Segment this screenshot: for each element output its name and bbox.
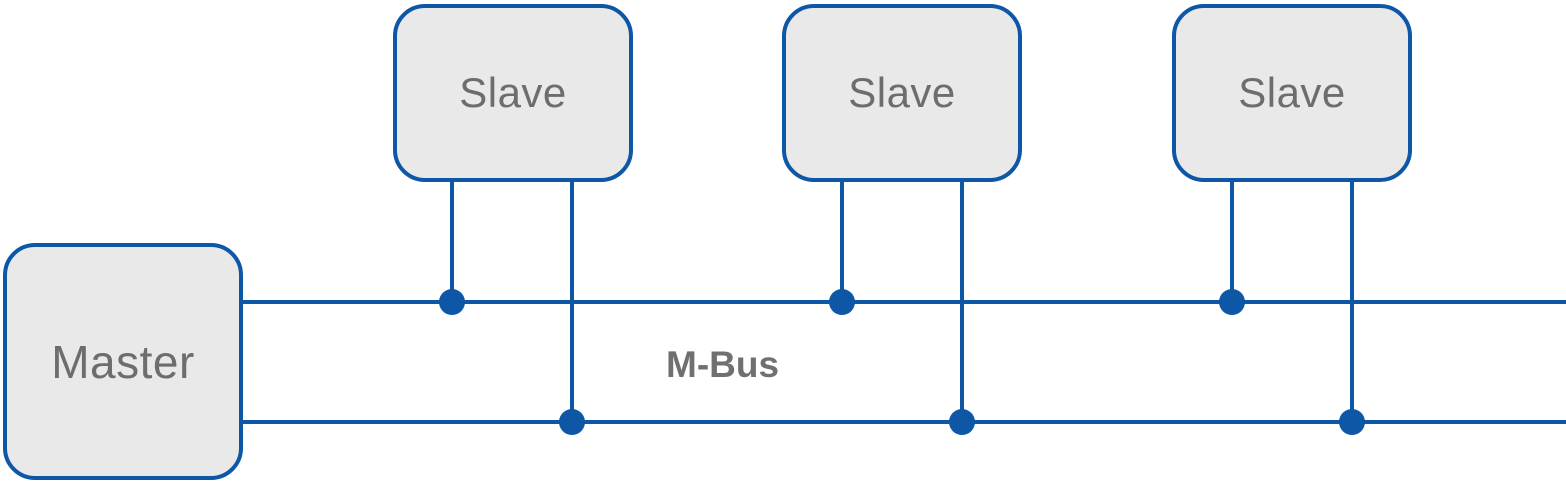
slave-node-1: Slave — [393, 4, 633, 182]
slave-node-3-label: Slave — [1238, 69, 1346, 116]
junction-dot-slave-3-bottom-bus — [1339, 409, 1365, 435]
slave-2-drop-line-top-bus — [840, 182, 844, 302]
bottom-bus-line — [243, 420, 1566, 424]
slave-3-drop-line-top-bus — [1230, 182, 1234, 302]
junction-dot-slave-2-top-bus — [829, 289, 855, 315]
junction-dot-slave-1-top-bus — [439, 289, 465, 315]
junction-dot-slave-3-top-bus — [1219, 289, 1245, 315]
slave-1-drop-line-bottom-bus — [570, 182, 574, 422]
master-node: Master — [3, 243, 243, 480]
junction-dot-slave-1-bottom-bus — [559, 409, 585, 435]
slave-2-drop-line-bottom-bus — [960, 182, 964, 422]
slave-node-1-label: Slave — [459, 69, 567, 116]
slave-node-3: Slave — [1172, 4, 1412, 182]
junction-dot-slave-2-bottom-bus — [949, 409, 975, 435]
bus-label: M-Bus — [666, 344, 780, 385]
master-node-label: Master — [51, 335, 195, 388]
top-bus-line — [243, 300, 1566, 304]
slave-node-2: Slave — [782, 4, 1022, 182]
slave-3-drop-line-bottom-bus — [1350, 182, 1354, 422]
slave-1-drop-line-top-bus — [450, 182, 454, 302]
slave-node-2-label: Slave — [848, 69, 956, 116]
